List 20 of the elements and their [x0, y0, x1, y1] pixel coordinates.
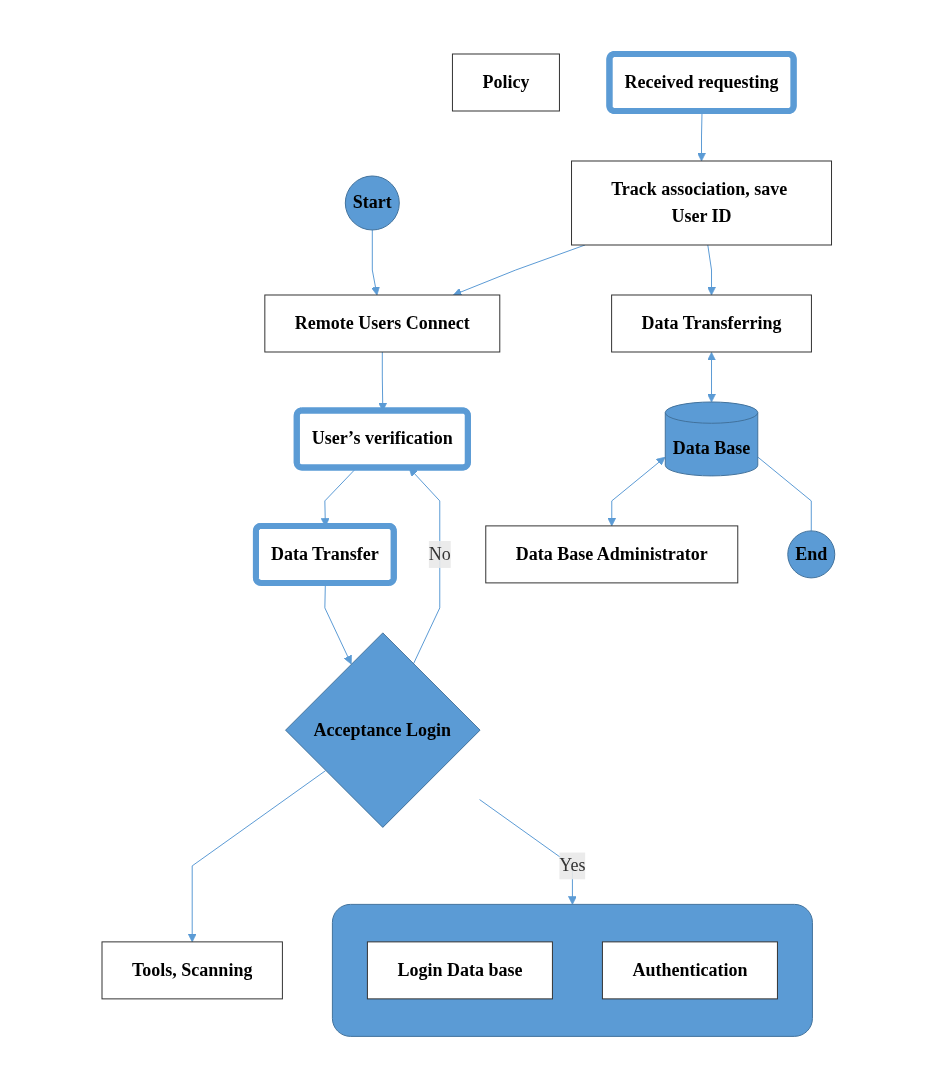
node-circle: End	[787, 530, 836, 579]
node-box: Remote Users Connect	[264, 294, 501, 353]
node-box: Policy	[452, 53, 561, 112]
node-box: Login Data base	[367, 941, 553, 1000]
arrow	[707, 351, 716, 403]
cluster	[332, 903, 814, 1037]
node-circle: Start	[344, 175, 400, 231]
arrow	[371, 229, 380, 296]
node-box: Data Base Administrator	[485, 525, 739, 584]
arrow	[707, 244, 716, 296]
node-box: Authentication	[602, 941, 779, 1000]
arrow	[187, 769, 327, 943]
edge-label: Yes	[559, 855, 586, 876]
node-box: Data Transferring	[611, 294, 813, 353]
node-box: Tools, Scanning	[101, 941, 283, 1000]
node-diamond: Acceptance Login	[285, 632, 481, 828]
connector	[757, 456, 812, 532]
arrow	[607, 456, 666, 527]
edge-label: No	[428, 543, 451, 564]
node-box: Track association, save User ID	[571, 160, 833, 246]
